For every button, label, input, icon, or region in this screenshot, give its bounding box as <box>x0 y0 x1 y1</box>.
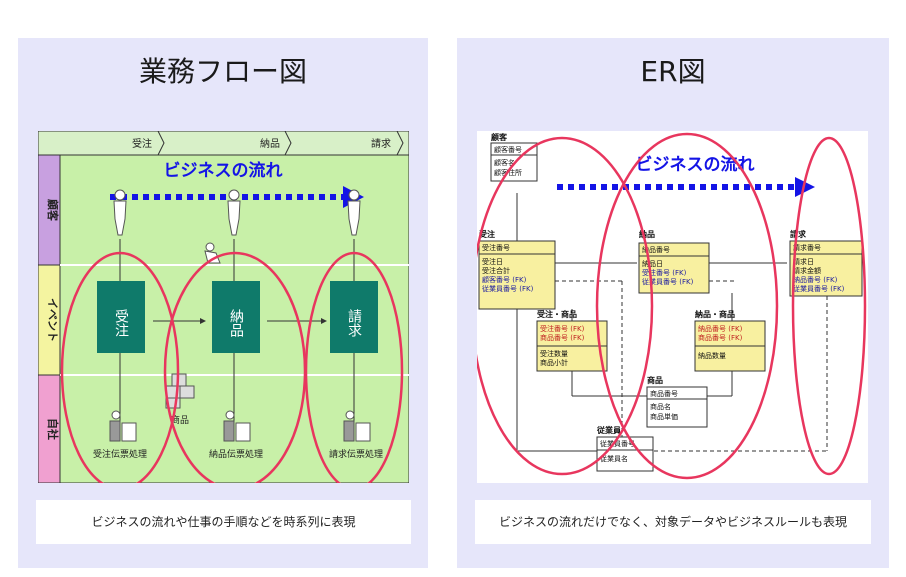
svg-text:従業員番号: 従業員番号 <box>600 439 635 448</box>
svg-text:顧客番号: 顧客番号 <box>494 145 522 154</box>
svg-text:受注番号: 受注番号 <box>482 243 510 252</box>
svg-text:受注数量: 受注数量 <box>540 349 568 358</box>
event-order-box <box>97 281 145 353</box>
event-delivery-box <box>212 281 260 353</box>
svg-text:納品日: 納品日 <box>642 259 663 268</box>
svg-text:受注番号 (FK): 受注番号 (FK) <box>642 268 687 277</box>
svg-text:商品単価: 商品単価 <box>650 412 678 421</box>
svg-text:受注日: 受注日 <box>482 257 503 266</box>
svg-text:顧客: 顧客 <box>491 132 508 142</box>
event-invoice-box <box>330 281 378 353</box>
svg-text:商品番号 (FK): 商品番号 (FK) <box>540 333 585 342</box>
business-flow-title: 業務フロー図 <box>138 55 307 88</box>
lane-customer: 顧客 <box>46 199 60 222</box>
er-panel: ER図 ビジネスの流れ 顧客 <box>457 38 889 568</box>
flow-label: ビジネスの流れ <box>164 160 283 181</box>
svg-text:受注・商品: 受注・商品 <box>537 309 577 319</box>
svg-text:納品: 納品 <box>639 229 655 239</box>
er-diagram: ビジネスの流れ 顧客 顧客番号 顧客名 <box>477 131 868 483</box>
svg-text:納品番号 (FK): 納品番号 (FK) <box>793 275 838 284</box>
er-highlight-ellipse-order <box>477 136 654 476</box>
desk-worker-icon <box>109 410 371 442</box>
svg-text:従業員名: 従業員名 <box>600 454 628 463</box>
svg-text:受注合計: 受注合計 <box>482 266 510 275</box>
svg-text:請求番号: 請求番号 <box>793 243 821 252</box>
svg-text:従業員: 従業員 <box>596 425 621 435</box>
er-title: ER図 <box>640 55 706 88</box>
process-delivery-label: 納品伝票処理 <box>209 448 263 460</box>
er-highlight-ellipse-invoice <box>791 136 867 476</box>
er-flow-label: ビジネスの流れ <box>636 154 755 175</box>
header-step-order: 受注 <box>132 137 152 150</box>
svg-text:納品番号: 納品番号 <box>642 245 670 254</box>
svg-text:受注: 受注 <box>479 229 495 239</box>
svg-text:商品番号 (FK): 商品番号 (FK) <box>698 333 743 342</box>
entity-order-item: 受注・商品 受注番号 (FK) 商品番号 (FK) 受注数量 商品小計 <box>536 309 608 372</box>
entity-delivery-item: 納品・商品 納品番号 (FK) 商品番号 (FK) 納品数量 <box>694 309 766 372</box>
event-delivery-label: 納品 <box>228 309 244 337</box>
business-flow-caption: ビジネスの流れや仕事の手順などを時系列に表現 <box>36 500 411 544</box>
customer-person-icon <box>113 189 361 264</box>
entity-invoice: 請求 請求番号 請求日 請求金額 納品番号 (FK) 従業員番号 (FK) <box>789 229 863 297</box>
header-step-invoice: 請求 <box>371 137 391 150</box>
entity-order: 受注 受注番号 受注日 受注合計 顧客番号 (FK) 従業員番号 (FK) <box>478 229 556 310</box>
svg-text:納品番号 (FK): 納品番号 (FK) <box>698 324 743 333</box>
business-flow-panel: 業務フロー図 受注 納品 請求 顧客 イベント 自社 ビジネスの流れ <box>18 38 428 568</box>
entity-product: 商品 商品番号 商品名 商品単価 <box>646 375 708 428</box>
er-caption: ビジネスの流れだけでなく、対象データやビジネスルールも表現 <box>475 500 871 544</box>
business-flow-diagram: 受注 納品 請求 顧客 イベント 自社 ビジネスの流れ <box>38 131 409 483</box>
svg-text:納品数量: 納品数量 <box>698 351 726 360</box>
svg-text:顧客名: 顧客名 <box>494 158 515 167</box>
highlight-ellipse-order <box>60 251 180 483</box>
svg-text:従業員番号 (FK): 従業員番号 (FK) <box>482 284 534 293</box>
svg-text:請求金額: 請求金額 <box>793 266 821 275</box>
header-step-delivery: 納品 <box>260 137 280 150</box>
svg-text:商品名: 商品名 <box>650 402 671 411</box>
product-label: 商品 <box>171 414 189 426</box>
svg-text:従業員番号 (FK): 従業員番号 (FK) <box>642 277 694 286</box>
er-highlight-ellipse-delivery <box>595 132 779 480</box>
svg-text:納品・商品: 納品・商品 <box>695 309 735 319</box>
lane-company: 自社 <box>46 418 60 440</box>
event-invoice-label: 請求 <box>346 309 362 337</box>
lane-event: イベント <box>46 298 59 342</box>
svg-text:受注番号 (FK): 受注番号 (FK) <box>540 324 585 333</box>
svg-text:商品番号: 商品番号 <box>650 389 678 398</box>
svg-text:商品: 商品 <box>647 375 663 385</box>
svg-text:顧客番号 (FK): 顧客番号 (FK) <box>482 275 527 284</box>
product-boxes-icon <box>165 373 195 409</box>
highlight-ellipse-invoice <box>304 251 404 483</box>
process-order-label: 受注伝票処理 <box>93 448 147 460</box>
svg-text:請求日: 請求日 <box>793 257 814 266</box>
process-invoice-label: 請求伝票処理 <box>329 448 383 460</box>
svg-text:請求: 請求 <box>790 229 807 239</box>
svg-text:従業員番号 (FK): 従業員番号 (FK) <box>793 284 845 293</box>
svg-text:商品小計: 商品小計 <box>540 358 568 367</box>
event-order-label: 受注 <box>113 309 129 337</box>
